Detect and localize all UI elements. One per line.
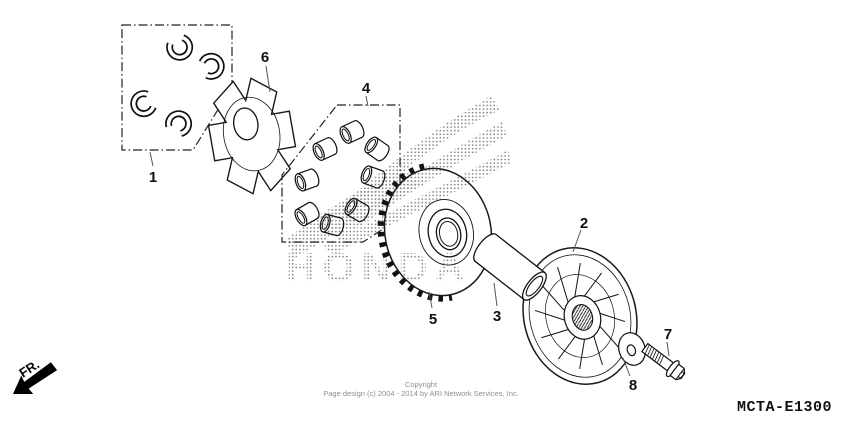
boss-open-end — [521, 271, 547, 301]
part-ramp-plate[interactable] — [202, 73, 303, 200]
callout-7[interactable]: 7 — [664, 326, 672, 343]
ratchet-teeth — [377, 163, 453, 302]
part-flange-bolt[interactable] — [639, 340, 688, 384]
callout-5[interactable]: 5 — [429, 311, 437, 328]
part-group-box-1 — [121, 24, 233, 151]
part-group-box-4 — [281, 104, 401, 243]
callout-1[interactable]: 1 — [149, 169, 157, 186]
callout-3[interactable]: 3 — [493, 308, 501, 325]
washer-body — [617, 332, 647, 366]
part-fixed-drive-face[interactable] — [508, 235, 652, 397]
clip-3 — [130, 92, 154, 117]
copyright-line1: Copyright — [405, 380, 438, 389]
part-roller-set[interactable] — [281, 104, 401, 243]
washer-hole — [626, 344, 637, 357]
fan-face-spline — [571, 304, 594, 331]
honda-watermark-text: HONDA — [286, 244, 471, 290]
fan-face-inner-rim — [528, 254, 632, 378]
callout-6[interactable]: 6 — [261, 49, 269, 66]
clip-2 — [201, 53, 224, 78]
callout-leader-lines — [149, 65, 670, 377]
callout-4[interactable]: 4 — [362, 80, 371, 97]
fr-arrow-icon — [13, 362, 58, 394]
ramp-plate-inner-ring — [222, 96, 281, 172]
part-washer[interactable] — [615, 329, 650, 368]
roller-2 — [361, 134, 393, 164]
roller-1 — [337, 118, 367, 146]
drive-face-hub-ring — [418, 199, 474, 266]
callout-2[interactable]: 2 — [580, 215, 588, 232]
fan-face-mid-ring — [545, 274, 615, 358]
copyright-line2: Page design (c) 2004 - 2014 by ARI Netwo… — [323, 389, 519, 398]
callout-8[interactable]: 8 — [629, 377, 637, 394]
roller-3 — [310, 135, 340, 163]
part-clip-set[interactable] — [121, 24, 233, 151]
roller-5 — [292, 167, 322, 193]
part-movable-drive-face[interactable] — [370, 156, 504, 308]
wing-feather-mid — [328, 122, 507, 240]
drive-face-bore — [438, 220, 459, 247]
boss-bore — [525, 275, 544, 297]
clip-4 — [166, 110, 192, 135]
bolt-threads — [644, 345, 664, 365]
wing-feather-low — [322, 150, 511, 254]
clip-1 — [168, 37, 193, 61]
fr-direction-marker: FR. — [13, 357, 58, 394]
diagram-code: MCTA-E1300 — [737, 399, 832, 416]
ramp-plate-hole — [233, 107, 259, 141]
wing-feather-top — [333, 96, 500, 222]
part-boss-collar[interactable] — [470, 230, 551, 304]
honda-watermark: HONDA — [285, 96, 511, 290]
